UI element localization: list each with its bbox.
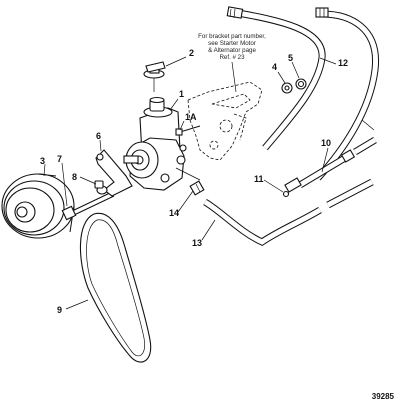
callout-8: 8 bbox=[72, 172, 77, 182]
washer-nut bbox=[94, 180, 108, 195]
mounting-bracket bbox=[187, 81, 263, 161]
note-line-4: Ref. # 23 bbox=[219, 54, 245, 61]
support-brace bbox=[95, 149, 133, 197]
return-hose-lower bbox=[203, 178, 374, 246]
cooler-line bbox=[284, 136, 377, 193]
return-hose-upper bbox=[315, 7, 380, 181]
hose-fitting bbox=[189, 180, 205, 196]
callout-6: 6 bbox=[96, 131, 101, 141]
callout-10: 10 bbox=[321, 138, 331, 148]
pulley bbox=[1, 173, 75, 239]
callout-13: 13 bbox=[192, 238, 202, 248]
drive-belt bbox=[79, 212, 152, 363]
callout-2: 2 bbox=[189, 48, 194, 58]
callout-4: 4 bbox=[272, 62, 277, 72]
figure-number: 39285 bbox=[372, 392, 395, 401]
callout-1a: 1A bbox=[185, 112, 197, 122]
leader-lines bbox=[43, 56, 337, 310]
power-steering-pump bbox=[123, 96, 201, 191]
stud-bolt bbox=[175, 125, 201, 136]
callout-14: 14 bbox=[169, 208, 179, 218]
note-line-1: For bracket part number, bbox=[198, 33, 266, 40]
callout-11: 11 bbox=[254, 174, 264, 184]
bracket-note: For bracket part number, see Starter Mot… bbox=[198, 33, 266, 93]
callout-7: 7 bbox=[57, 154, 62, 164]
reservoir-cap bbox=[143, 61, 166, 92]
pressure-hose bbox=[226, 6, 326, 151]
callout-3: 3 bbox=[40, 156, 45, 166]
note-line-3: & Alternator page bbox=[208, 47, 256, 54]
callout-9: 9 bbox=[57, 305, 62, 315]
o-ring bbox=[282, 190, 290, 198]
callout-5: 5 bbox=[288, 53, 293, 63]
nut bbox=[281, 82, 293, 94]
callout-12: 12 bbox=[338, 58, 348, 68]
note-line-2: see Starter Motor bbox=[208, 40, 256, 47]
callout-1: 1 bbox=[179, 89, 184, 99]
pulley-bolt bbox=[61, 191, 115, 221]
washer bbox=[295, 78, 307, 90]
